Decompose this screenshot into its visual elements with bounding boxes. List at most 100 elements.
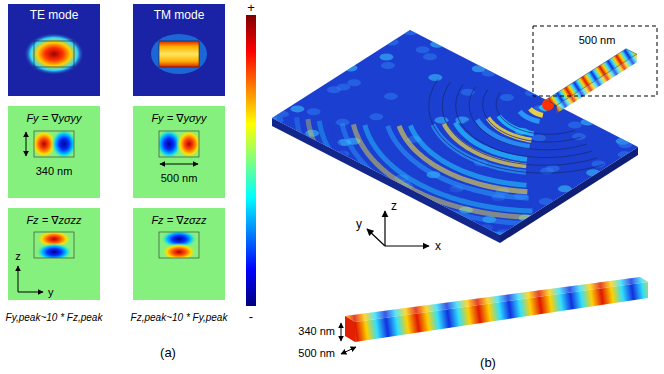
waveguide-outline bbox=[34, 41, 74, 67]
peak-ratio: Fz,peak~10 * Fy,peak bbox=[131, 313, 228, 323]
dimension-arrow bbox=[26, 132, 27, 156]
colorbar-sign: + bbox=[247, 1, 255, 14]
field-speckle bbox=[618, 141, 632, 148]
fz-field bbox=[161, 232, 197, 258]
colorbar-sign: - bbox=[249, 310, 253, 323]
field-speckle bbox=[381, 62, 395, 69]
field-speckle bbox=[336, 84, 350, 91]
field-ring bbox=[252, 107, 575, 274]
waveguide-side bbox=[557, 54, 637, 113]
slab-top bbox=[272, 30, 638, 235]
negative-lobe bbox=[51, 131, 74, 157]
negative-lobe bbox=[36, 243, 72, 258]
field-ring bbox=[353, 124, 534, 217]
field-speckle bbox=[482, 70, 496, 77]
waveguide-outline bbox=[159, 41, 199, 67]
colorbar bbox=[246, 15, 256, 306]
field-ring bbox=[520, 111, 540, 121]
field-ring bbox=[285, 115, 558, 255]
fy-field bbox=[34, 131, 74, 157]
waveguide-outline bbox=[159, 131, 199, 157]
field-speckle bbox=[568, 122, 582, 129]
dimension-arrow bbox=[341, 347, 356, 354]
field-speckle bbox=[384, 93, 398, 100]
axis-label: x bbox=[435, 240, 441, 252]
field-ring bbox=[308, 119, 549, 243]
tm-halo bbox=[151, 34, 207, 74]
grating-coupler bbox=[164, 28, 638, 325]
field-speckle bbox=[586, 169, 600, 176]
dimension-label: 500 nm bbox=[298, 348, 335, 359]
force-panel bbox=[133, 106, 225, 198]
waveguide-shade bbox=[345, 277, 648, 322]
waveguide-outline bbox=[34, 232, 74, 258]
tm-field bbox=[159, 41, 199, 67]
field-speckle bbox=[385, 39, 399, 46]
dimension-label: 500 nm bbox=[161, 173, 198, 184]
waveguide-top bbox=[546, 49, 637, 106]
waveguide-section bbox=[345, 277, 648, 342]
field-ring bbox=[241, 104, 581, 280]
field-ring bbox=[274, 113, 563, 262]
field-speckle bbox=[423, 53, 437, 60]
axis-label: y bbox=[48, 287, 54, 298]
axis-label: z bbox=[15, 251, 21, 262]
te-field bbox=[24, 33, 84, 75]
force-equation: Fy = ∇yσyy bbox=[151, 113, 206, 124]
field-speckle bbox=[500, 94, 514, 101]
axis-arrow bbox=[367, 229, 385, 246]
field-speckle bbox=[617, 151, 631, 158]
dimension-label: 340 nm bbox=[36, 166, 73, 177]
mode-title: TM mode bbox=[154, 9, 205, 21]
panel-letter: (a) bbox=[160, 346, 176, 359]
field-ring bbox=[319, 121, 544, 237]
dimension-arrow bbox=[160, 164, 198, 165]
field-ring bbox=[342, 123, 538, 223]
field-ring bbox=[208, 94, 603, 300]
axis-arrow bbox=[18, 266, 19, 292]
field-ring bbox=[175, 82, 628, 320]
force-equation: Fz = ∇zσzz bbox=[26, 215, 81, 226]
force-panel bbox=[8, 106, 100, 198]
field-speckle bbox=[558, 185, 572, 192]
field-ring bbox=[331, 122, 541, 230]
field-speckle bbox=[430, 41, 444, 48]
field-ring bbox=[219, 98, 595, 294]
dimension-label: 340 nm bbox=[298, 326, 335, 337]
axis-arrow bbox=[385, 245, 429, 246]
inset-box bbox=[533, 26, 657, 96]
waveguide-edge bbox=[546, 49, 637, 106]
field-ring bbox=[230, 101, 588, 287]
axis-arrow bbox=[384, 211, 385, 246]
field-speckle bbox=[379, 53, 393, 60]
field-ring bbox=[197, 90, 611, 306]
axis-arrow bbox=[18, 292, 43, 293]
mode-panel bbox=[8, 4, 100, 96]
force-panel bbox=[8, 208, 100, 300]
force-panel bbox=[133, 208, 225, 300]
positive-lobe bbox=[176, 131, 199, 157]
field-speckle bbox=[580, 119, 594, 126]
field-speckle bbox=[539, 198, 553, 205]
field-speckle bbox=[532, 135, 546, 142]
mode-panel bbox=[133, 4, 225, 96]
field-speckle bbox=[344, 65, 358, 72]
waveguide-end bbox=[345, 316, 355, 342]
field-ring bbox=[466, 121, 528, 153]
waveguide-face bbox=[345, 277, 648, 322]
panel-letter: (b) bbox=[480, 356, 496, 369]
fy-field bbox=[159, 131, 199, 157]
waveguide-outline bbox=[34, 131, 74, 157]
field-ring bbox=[365, 125, 533, 211]
field-ring bbox=[186, 86, 619, 313]
force-equation: Fy = ∇yσyy bbox=[26, 113, 81, 124]
axis-label: z bbox=[391, 200, 397, 212]
force-equation: Fz = ∇zσzz bbox=[151, 215, 206, 226]
field-ring bbox=[376, 126, 530, 205]
peak-ratio: Fy,peak~10 * Fz,peak bbox=[6, 313, 103, 323]
field-speckle bbox=[416, 46, 430, 53]
fz-field bbox=[36, 232, 72, 258]
field-pattern bbox=[164, 28, 637, 325]
